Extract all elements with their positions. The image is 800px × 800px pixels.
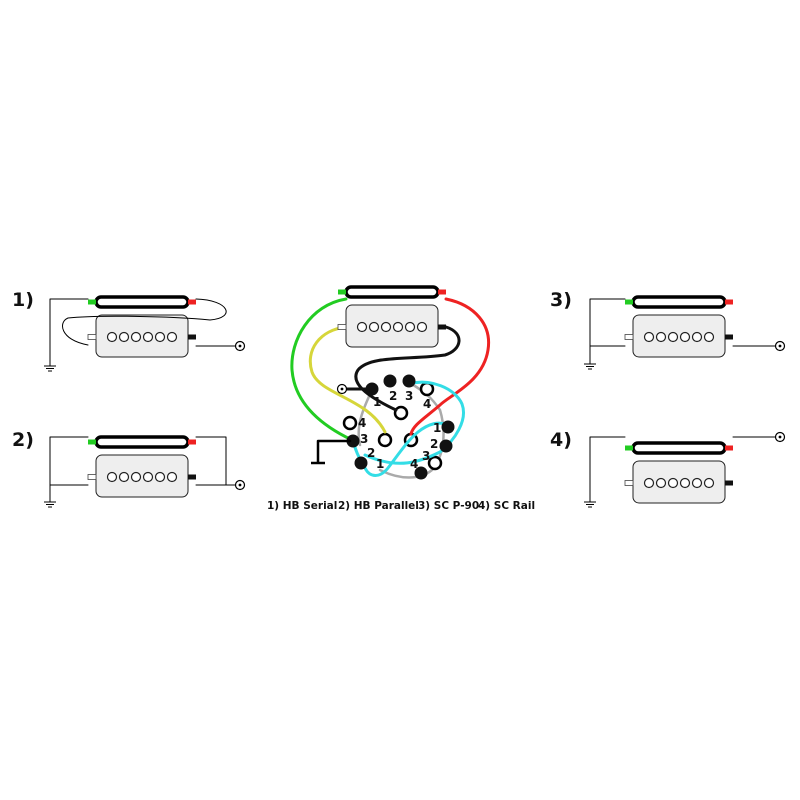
lug-a-center (393, 405, 409, 421)
ground-wire-2 (49, 436, 89, 503)
lug-a3 (402, 374, 416, 388)
red-wire (409, 297, 491, 436)
lug-a3-label: 3 (405, 389, 413, 403)
output-jack-3 (774, 340, 786, 352)
panel-1-label: 1) (12, 289, 34, 311)
ground-wire-4 (589, 436, 626, 503)
parallel-link-wire (195, 436, 227, 486)
black-wire (354, 325, 461, 412)
lug-b2-right (439, 439, 453, 453)
lug-b4-left-label: 4 (358, 416, 366, 430)
lug-b3-left (346, 434, 360, 448)
lug-b2-right-label: 2 (430, 437, 438, 451)
lug-a4 (419, 381, 435, 397)
lug-b-center-left (377, 432, 393, 448)
lug-a2-label: 2 (389, 389, 397, 403)
pickup-1 (86, 295, 198, 359)
lug-a4-label: 4 (423, 397, 431, 411)
lug-b4-right-filled (414, 466, 428, 480)
lug-a1-label: 1 (373, 395, 381, 409)
panel-sc-p90: 3) (550, 289, 786, 370)
lug-b2-left (354, 456, 368, 470)
legend-sc-p90: 3) SC P-90 (418, 500, 479, 512)
lug-a1 (365, 382, 379, 396)
lug-b3-right-label: 3 (422, 449, 430, 463)
ground-symbol-3 (583, 363, 597, 370)
lug-b1-left-label: 1 (376, 457, 384, 471)
ground-symbol-2 (43, 501, 57, 508)
panel-hb-parallel: 2) (12, 429, 246, 508)
ground-symbol-4 (583, 501, 597, 508)
panel-3-label: 3) (550, 289, 572, 311)
pickup-center (336, 285, 448, 349)
panel-2-label: 2) (12, 429, 34, 451)
series-link-wire (62, 298, 227, 346)
lug-b4-right (427, 455, 443, 471)
ground-wire-3 (589, 298, 626, 365)
panel-hb-serial: 1) (12, 289, 246, 372)
lug-a2 (383, 374, 397, 388)
legend-sc-rail: 4) SC Rail (478, 500, 535, 512)
legend-hb-parallel: 2) HB Parallel (338, 500, 419, 512)
ground-symbol-1 (43, 365, 57, 372)
panel-sc-rail: 4) (550, 429, 786, 508)
output-jack-2 (234, 479, 246, 491)
lug-b4-left (342, 415, 358, 431)
lug-b2-left-label: 2 (367, 446, 375, 460)
output-jack-4 (774, 431, 786, 443)
output-jack-1 (234, 340, 246, 352)
lug-b4-right-label: 4 (410, 457, 418, 471)
lug-b3-left-label: 3 (360, 432, 368, 446)
green-wire (290, 297, 354, 442)
yellow-wire (308, 325, 387, 434)
legend-hb-serial: 1) HB Serial (267, 500, 337, 512)
ground-wire-center (316, 439, 352, 464)
lug-b1-right (441, 420, 455, 434)
panel-4-label: 4) (550, 429, 572, 451)
switch-wiring: 1 2 3 4 4 3 2 1 1 2 3 4 (290, 285, 491, 480)
pickup-2 (86, 435, 198, 499)
pickup-3 (623, 295, 735, 359)
cyan-wire-upper (363, 380, 465, 465)
pickup-4 (623, 441, 735, 505)
ground-wire-1 (49, 298, 89, 367)
legend: 1) HB Serial 2) HB Parallel 3) SC P-90 4… (267, 500, 535, 512)
output-jack-center (336, 383, 348, 395)
lug-b1-right-label: 1 (433, 421, 441, 435)
